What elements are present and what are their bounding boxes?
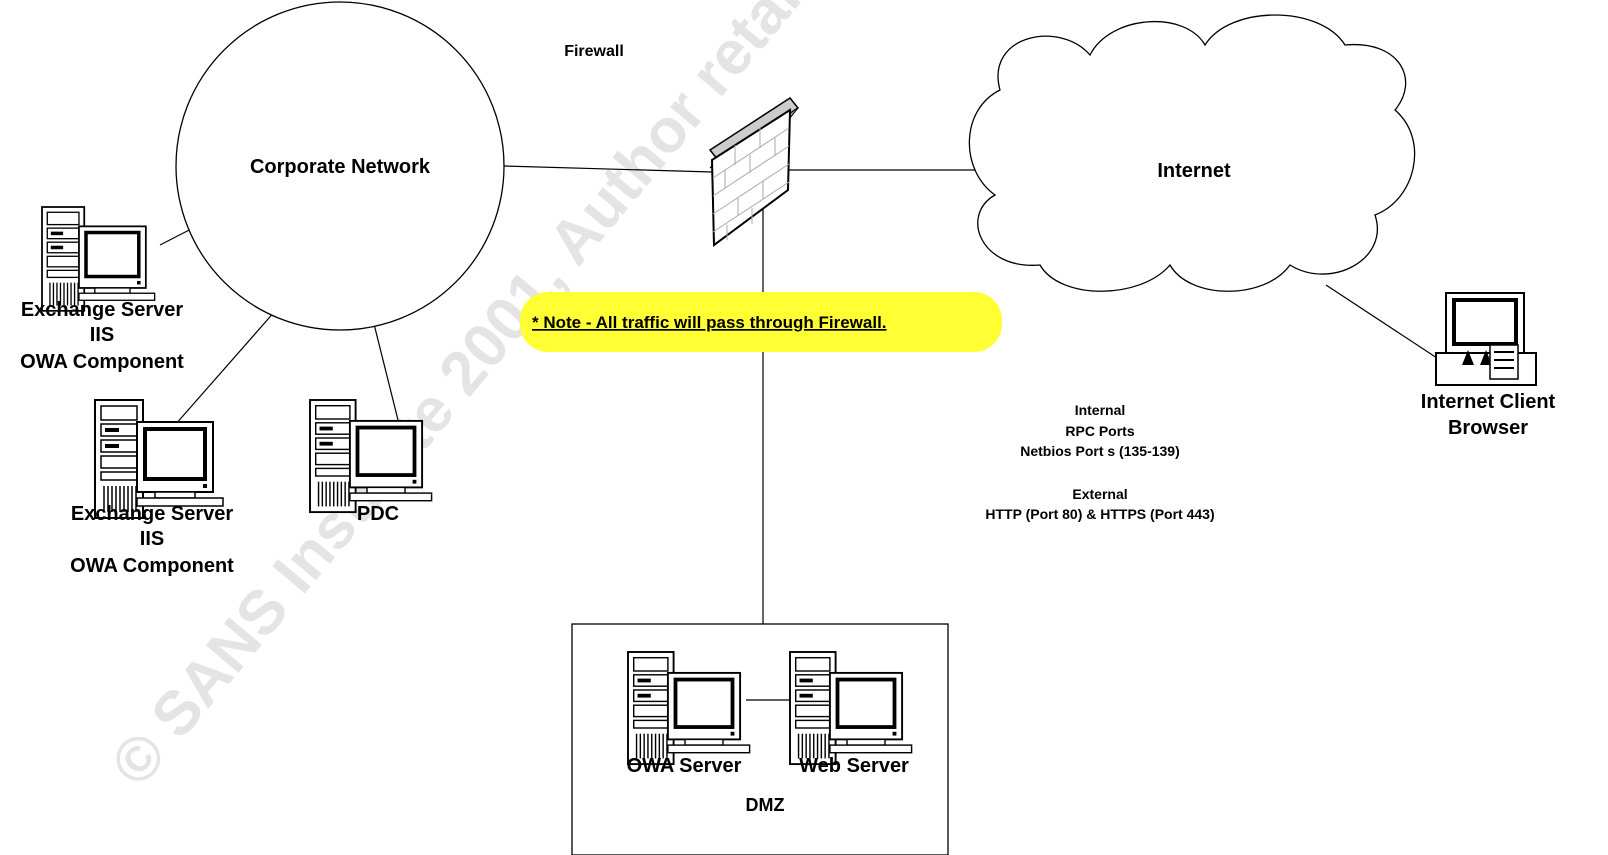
web-server-label: Web Server [799, 755, 909, 777]
exchange1-line-2: IIS [90, 324, 114, 346]
internet-cloud-icon [968, 14, 1416, 292]
web-server-icon [788, 650, 914, 766]
exchange-server-1-icon [40, 205, 157, 313]
note-text: * Note - All traffic will pass through F… [532, 313, 887, 332]
ports-info: Internal RPC Ports Netbios Port s (135-1… [985, 402, 1214, 522]
note-highlight [520, 292, 1002, 352]
owa-server-label: OWA Server [627, 755, 742, 777]
internet-client-computer-icon [1435, 292, 1537, 386]
client-line-2: Browser [1448, 417, 1528, 439]
corporate-network-label: Corporate Network [250, 156, 431, 178]
client-line-1: Internet Client [1421, 391, 1556, 413]
ports-internal-3: Netbios Port s (135-139) [1020, 443, 1180, 459]
exchange-server-2-icon [93, 398, 225, 520]
exchange2-line-1: Exchange Server [71, 503, 234, 525]
ports-internal-2: RPC Ports [1065, 423, 1134, 439]
exchange-server-1-label: Exchange Server IIS OWA Component [20, 299, 184, 373]
exchange1-line-1: Exchange Server [21, 299, 184, 321]
corporate-network-node [175, 1, 505, 331]
ports-external-2: HTTP (Port 80) & HTTPS (Port 443) [985, 506, 1214, 522]
owa-server-icon [626, 650, 752, 766]
firewall-label: Firewall [564, 43, 624, 60]
internet-label: Internet [1157, 160, 1231, 182]
exchange1-line-3: OWA Component [20, 351, 184, 373]
pdc-label: PDC [357, 503, 399, 525]
exchange-server-2-label: Exchange Server IIS OWA Component [70, 503, 234, 577]
dmz-label: DMZ [746, 795, 785, 815]
link-internet-client [1325, 284, 1441, 361]
link-corporate-firewall [503, 165, 713, 173]
link-pdc-network [373, 323, 399, 421]
ports-internal-1: Internal [1075, 402, 1126, 418]
dmz-box [571, 623, 949, 855]
exchange2-line-2: IIS [140, 528, 164, 550]
ports-external-1: External [1072, 486, 1127, 502]
firewall-brick-wall-icon [708, 97, 800, 247]
exchange2-line-3: OWA Component [70, 555, 234, 577]
link-exchange2-network [174, 309, 277, 426]
